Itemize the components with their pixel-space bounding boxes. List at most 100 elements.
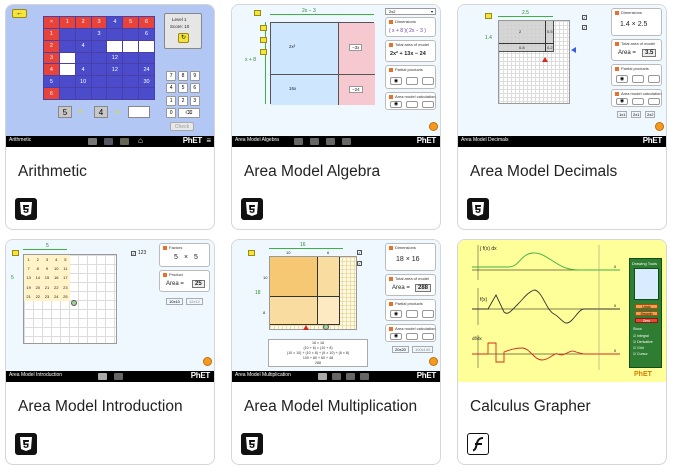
sim-title[interactable]: Area Model Introduction (18, 398, 183, 415)
sim-card-calculus-grapher[interactable]: ∫ f(x) dx f(x) df/dx x x x Drawing Tools… (457, 239, 667, 465)
table-cell (59, 28, 75, 40)
screen-icon (120, 138, 129, 145)
nav-sim-title: Arithmetic (9, 137, 32, 143)
table-cell: 12 (107, 52, 123, 64)
grid-cell-number: 4 (55, 257, 58, 263)
top-dimension-line (269, 248, 343, 249)
calculation-line: 288 (315, 361, 321, 365)
screen-icon (104, 138, 113, 145)
reset-button (429, 357, 438, 366)
total-area-panel: Total area of model 2x² + 13x − 24 (385, 40, 436, 62)
counting-label: 123 (138, 250, 147, 256)
grid-cell-number: 23 (63, 284, 68, 290)
row-header: 4 (44, 64, 59, 76)
grid-size-option: 12x12 (186, 298, 203, 305)
table-cell (91, 64, 107, 76)
phet-logo: PhET (416, 371, 437, 380)
keypad-key: 5 (177, 83, 189, 94)
top-dimension-line (23, 249, 67, 250)
top-dimension-label: 5 (46, 243, 49, 249)
keypad-key: 0 (166, 108, 177, 119)
html5-icon (467, 198, 489, 220)
phet-navbar: Arithmetic ⌂ PhET ≡ (6, 136, 214, 147)
sim-card-area-model-decimals[interactable]: 2.5 1.4 2 0.5 0.8 0.2 ✓ ✓ Dimensions 1.4… (457, 4, 667, 230)
thumbnail-calculus-grapher: ∫ f(x) dx f(x) df/dx x x x Drawing Tools… (458, 240, 666, 382)
show-title: Show (633, 327, 642, 331)
factor-a: 5 (174, 254, 178, 261)
sim-card-area-model-multiplication[interactable]: 16 10 6 18 10 8 16 × 18(10 + 6) × (10 + … (231, 239, 441, 465)
height-handle (542, 57, 548, 62)
eye-icon: ◉ (390, 310, 402, 318)
dimensions-value: 18 × 16 (396, 256, 420, 263)
reset-button (429, 122, 438, 131)
side-dimension-label: 18 (255, 290, 261, 296)
sim-title[interactable]: Calculus Grapher (470, 398, 591, 415)
table-cell (123, 64, 139, 76)
screen-icon (346, 373, 355, 380)
width-handle (303, 325, 309, 330)
model-select: 2x2 ▾ (385, 8, 436, 15)
panel-title: Area model calculation (389, 326, 435, 331)
row-header: 5 (44, 76, 59, 88)
sim-title[interactable]: Arithmetic (18, 163, 87, 180)
thumbnail-area-model-multiplication: 16 10 6 18 10 8 16 × 18(10 + 6) × (10 + … (232, 240, 440, 382)
calculus-graphs (472, 245, 620, 370)
table-cell (59, 64, 75, 76)
x-axis-label: x (614, 348, 617, 353)
cell-label: 2x² (289, 44, 296, 49)
drag-handle (323, 324, 329, 330)
top-dimension-line (270, 14, 374, 15)
phet-logo: PhET (634, 371, 652, 378)
table-cell (107, 40, 123, 52)
panel-title: Total area of model (615, 41, 655, 46)
select-value: 2x2 (389, 9, 396, 14)
keypad-key: 7 (166, 71, 177, 81)
top-dimension-part: 10 (286, 250, 291, 255)
top-dimension-label: 16 (300, 242, 306, 248)
undo-button: Undo (635, 304, 658, 309)
equation-operator: × (78, 107, 83, 116)
sim-card-area-model-algebra[interactable]: 2x − 3 x + 8 2x² −3x 16x −24 2x2 ▾ Dimen… (231, 4, 441, 230)
calculation-panel: Area model calculation ◉ (611, 89, 662, 107)
option-icon (632, 75, 644, 83)
panel-title: Dimensions (615, 10, 642, 15)
grid-cell-number: 9 (45, 266, 49, 272)
grid-size-option: 10x10 (166, 298, 183, 305)
option-icon (648, 98, 660, 105)
table-cell (75, 28, 91, 40)
table-cell (59, 76, 75, 88)
table-cell (75, 52, 91, 64)
eye-icon: ◉ (390, 333, 402, 340)
panel-title: Partial products (615, 66, 649, 71)
area-model: 2x² −3x 16x −24 (270, 22, 375, 105)
side-dimension-part: 10 (263, 275, 268, 280)
sim-title[interactable]: Area Model Decimals (470, 163, 618, 180)
show-checkbox-item: ☑ Grid (633, 346, 644, 350)
derivative-label: df/dx (472, 336, 482, 341)
equation-operand-a: 5 (58, 106, 72, 118)
sim-title[interactable]: Area Model Algebra (244, 163, 381, 180)
html5-icon (241, 198, 263, 220)
score-label: Score: 10 (170, 24, 190, 29)
calculation-line: (10 + 6) × (10 + 8) (303, 346, 333, 350)
screen-icon (318, 373, 327, 380)
tiles-checkbox: ✓ (582, 25, 587, 30)
row-header: 3 (44, 52, 59, 64)
sim-title[interactable]: Area Model Multiplication (244, 398, 418, 415)
grid-checkbox: ✓ (582, 15, 587, 20)
table-cell (59, 52, 75, 64)
refresh-button: ↻ (178, 33, 189, 43)
equation-answer-box (128, 106, 150, 118)
nav-sim-title: Area Model Decimals (461, 137, 509, 143)
drawing-tools-title: Drawing Tools (632, 261, 658, 266)
x-axis-label: x (614, 264, 617, 269)
column-header: 5 (123, 17, 139, 28)
table-cell (91, 40, 107, 52)
grid-size-option: 2x1 (631, 111, 642, 118)
